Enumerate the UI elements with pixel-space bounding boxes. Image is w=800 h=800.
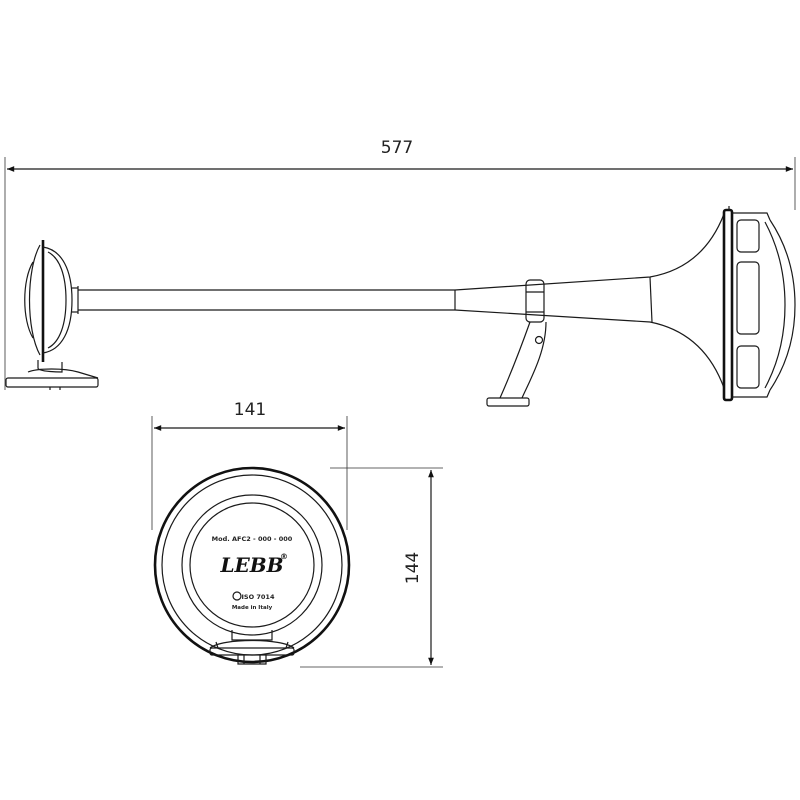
front-bracket: [209, 630, 295, 665]
trumpet-bell: [454, 213, 725, 407]
horn-tube: [78, 289, 456, 311]
length-dimension: 577: [4, 138, 796, 390]
width-dimension: 141: [151, 400, 348, 530]
origin-label: Made in Italy: [232, 605, 273, 611]
model-label: Mod. AFC2 - 000 - 000: [212, 535, 293, 543]
front-view: 141 144 Mod. AFC2 - 000 - 000 LEBB ® ISO…: [151, 400, 443, 668]
compressor-body: [5, 240, 99, 390]
height-dimension: 144: [300, 467, 443, 668]
height-dimension-label: 144: [403, 552, 423, 584]
cert-label: ISO 7014: [242, 593, 275, 601]
brand-logo: LEBB: [219, 553, 283, 577]
side-view: 577: [4, 138, 796, 407]
product-label: Mod. AFC2 - 000 - 000 LEBB ® ISO 7014 Ma…: [212, 535, 293, 611]
registered-mark: ®: [280, 552, 288, 561]
length-dimension-label: 577: [381, 138, 413, 158]
width-dimension-label: 141: [234, 400, 266, 420]
bell-rim: [722, 206, 796, 402]
